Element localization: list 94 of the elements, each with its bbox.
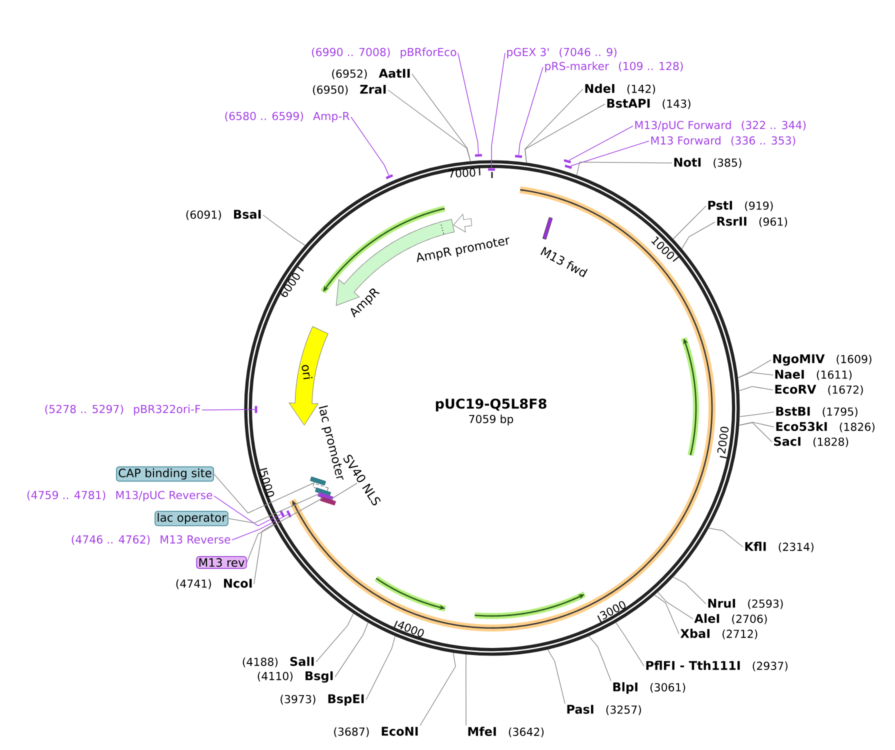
enzyme-label: RsrII (961)	[717, 216, 788, 228]
enzyme-label: (6950) ZraI	[312, 84, 386, 96]
enzyme-label: Eco53kI (1826)	[776, 422, 874, 432]
primer-mark	[564, 159, 572, 164]
enzyme-label: EcoRV (1672)	[775, 384, 863, 396]
enzyme-label: NgoMIV (1609)	[773, 354, 872, 366]
leader-line	[588, 636, 612, 682]
primer-label: M13 Forward (336 .. 353)	[651, 136, 796, 146]
primer-mark	[488, 168, 496, 171]
leader-line	[246, 498, 324, 563]
leader-line	[388, 90, 471, 162]
enzyme-label: BstAPI (143)	[607, 98, 690, 110]
leader-line	[524, 104, 606, 163]
enzyme-label: NdeI (142)	[585, 84, 656, 94]
tick-label: 4000	[398, 622, 424, 637]
primer-label: pGEX 3' (7046 .. 9)	[507, 48, 616, 58]
primer-label: (6580 .. 6599) Amp-R	[225, 112, 350, 122]
leader-line	[330, 482, 358, 500]
enzyme-label: (6952) AatII	[332, 68, 410, 80]
primer-label: (4759 .. 4781) M13/pUC Reverse	[27, 490, 212, 502]
enzyme-label: (3687) EcoNI	[334, 726, 418, 738]
leader-line	[214, 496, 282, 526]
leader-line	[672, 206, 706, 240]
feature-box: M13 rev	[196, 556, 247, 569]
leader-line	[420, 652, 456, 726]
enzyme-label: (4110) BsgI	[258, 671, 333, 683]
leader-line	[228, 493, 320, 524]
enzyme-label: BstBI (1795)	[776, 406, 858, 418]
leader-line	[738, 372, 774, 378]
primer-label: M13/pUC Forward (322 .. 344)	[635, 120, 806, 132]
leader-line	[658, 592, 694, 620]
leader-line	[202, 409, 255, 410]
primer-label: (4746 .. 4762) M13 Reverse	[72, 535, 230, 545]
leader-line	[616, 622, 644, 666]
leader-line	[518, 66, 544, 156]
tick-label: 7000	[448, 168, 476, 178]
tick-label: 2000	[717, 426, 729, 454]
primer-label: (6990 .. 7008) pBRforEco	[312, 48, 456, 58]
enzyme-label: KflI (2314)	[745, 542, 814, 552]
tick-label: 5000	[260, 470, 274, 498]
enzyme-label: NaeI (1611)	[775, 370, 852, 380]
enzyme-label: BlpI (3061)	[613, 682, 686, 694]
feature-box: lac operator	[154, 510, 228, 526]
feature-label: AmpR promoter	[416, 237, 510, 262]
enzyme-label: (3973) BspEI	[280, 694, 364, 706]
leader-line	[547, 649, 566, 704]
leader-line	[491, 52, 506, 168]
enzyme-label: NotI (385)	[674, 158, 742, 168]
leader-line	[654, 594, 680, 634]
enzyme-label: PflFI - Tth111I (2937)	[646, 660, 788, 672]
tick-label: 3000	[600, 601, 626, 620]
primer-mark	[279, 510, 285, 518]
enzyme-label: PstI (919)	[708, 200, 773, 212]
feature-label: ori	[302, 365, 313, 380]
primer-mark	[474, 154, 482, 157]
leader-line	[672, 576, 706, 604]
leader-line	[738, 386, 774, 392]
leader-line	[458, 52, 479, 154]
leader-line	[576, 162, 672, 176]
leader-line	[738, 422, 772, 442]
enzyme-label: XbaI (2712)	[680, 628, 758, 640]
leader-line	[366, 636, 396, 700]
plasmid-size: 7059 bp	[469, 414, 514, 426]
leader-line	[334, 622, 368, 678]
leader-line	[214, 474, 316, 514]
feature-mark	[320, 496, 336, 506]
leader-line	[682, 222, 716, 250]
leader-line	[568, 126, 634, 161]
enzyme-label: AleI (2706)	[694, 614, 767, 624]
enzyme-label: (4188) SalI	[242, 656, 314, 668]
leader-line	[570, 140, 650, 166]
leader-line	[316, 613, 354, 662]
enzyme-label: PasI (3257)	[567, 704, 641, 716]
leader-line	[708, 528, 744, 548]
enzyme-label: MfeI (3642)	[468, 726, 544, 738]
primer-mark	[386, 174, 394, 180]
leader-line	[350, 116, 390, 176]
primer-mark	[564, 164, 572, 169]
primer-label: (5278 .. 5297) pBR322ori-F	[45, 404, 200, 416]
feature-box: CAP binding site	[116, 466, 214, 482]
leader-line	[739, 412, 774, 418]
leader-line	[262, 214, 306, 246]
plasmid-name: pUC19-Q5L8F8	[436, 398, 546, 412]
feature-label: M13 fwd	[540, 246, 588, 278]
enzyme-label: NruI (2593)	[708, 598, 783, 610]
primer-label: pRS-marker (109 .. 128)	[545, 62, 683, 72]
primer-mark	[514, 154, 522, 158]
enzyme-label: SacI (1828)	[774, 436, 848, 448]
primer-mark	[286, 510, 292, 518]
enzyme-label: (4741) NcoI	[176, 578, 252, 590]
enzyme-label: (6091) BsaI	[186, 210, 261, 220]
leader-line	[254, 524, 274, 584]
primer-mark	[254, 406, 258, 414]
leader-line	[232, 514, 288, 540]
